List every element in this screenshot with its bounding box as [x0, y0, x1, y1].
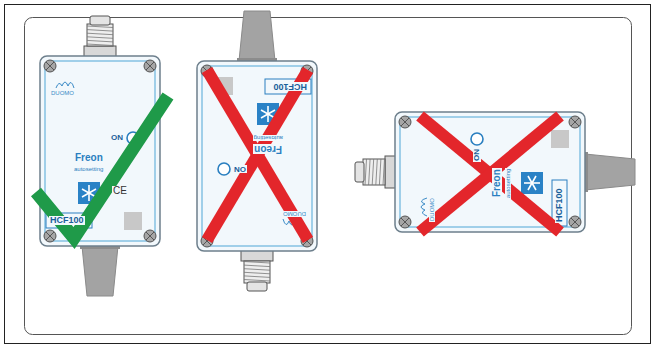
check-mark	[36, 96, 168, 238]
led-label: ON	[473, 148, 481, 162]
brand-logo-text: DUOMO	[282, 211, 307, 217]
led-label: ON	[110, 134, 124, 142]
brand-logo-text: DUOMO	[50, 90, 75, 96]
product-name: Freon	[492, 168, 502, 198]
model-number: HCF100	[555, 187, 564, 223]
housing-labels: DUOMO ON FreonautosettingHCF100	[395, 112, 585, 232]
product-subtitle: autosetting	[505, 168, 511, 199]
model-number: HCF100	[49, 216, 85, 225]
model-number: HCF100	[272, 82, 308, 91]
housing-labels: HCF100Freon autosettingON DUOMO	[197, 61, 317, 251]
brand-logo-text: DUOMO	[429, 197, 435, 222]
cross-mark	[207, 70, 308, 240]
product-name: Freon	[253, 144, 283, 154]
housing-labels: DUOMO ON Freon autosettingCE HCF100	[40, 56, 160, 246]
product-name: Freon	[74, 153, 104, 163]
product-subtitle: autosetting	[253, 135, 284, 141]
ce-mark: CE	[112, 186, 128, 196]
product-subtitle: autosetting	[73, 166, 104, 172]
cross-mark	[420, 116, 560, 232]
led-label: ON	[233, 165, 247, 173]
